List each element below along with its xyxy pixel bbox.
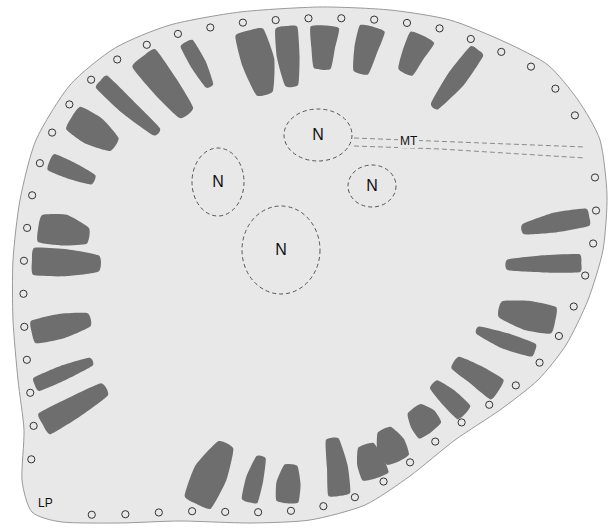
organelle [37, 214, 90, 245]
nucleus-ellipse [348, 165, 396, 207]
organelle [33, 358, 93, 391]
membrane-dot [555, 332, 562, 339]
organelle [451, 357, 503, 400]
nucleus-label: N [212, 173, 224, 191]
membrane-dot [458, 419, 465, 426]
membrane-dot [351, 494, 358, 501]
organelle [66, 107, 119, 151]
membrane-dot [143, 41, 150, 48]
organelle [30, 313, 91, 344]
cell-outline [12, 7, 607, 523]
organelle [242, 455, 266, 503]
organelle-group [30, 25, 590, 509]
membrane-dot [30, 422, 37, 429]
membrane-dot [88, 76, 95, 83]
organelle [505, 254, 581, 273]
membrane-dot [552, 85, 559, 92]
membrane-dot [114, 56, 121, 63]
membrane-dot [512, 382, 519, 389]
organelle [353, 25, 385, 75]
membrane-dot [189, 508, 196, 515]
membrane-dot [155, 509, 162, 516]
nucleus: N [347, 164, 397, 208]
membrane-dot [592, 207, 599, 214]
nucleus-ellipse [284, 109, 352, 161]
organelle [275, 26, 299, 88]
membrane-dot [591, 174, 598, 181]
membrane-dot [23, 356, 30, 363]
nucleus-label: N [312, 126, 324, 144]
membrane-dot [255, 509, 262, 516]
membrane-dot [24, 224, 31, 231]
membrane-dot [320, 503, 327, 510]
membrane-dot [20, 290, 27, 297]
membrane-dot [122, 511, 129, 518]
organelle [185, 441, 234, 509]
nucleus-ellipse [242, 206, 320, 294]
microtubule-line [354, 138, 585, 147]
membrane-dot [28, 456, 35, 463]
membrane-dot [36, 160, 43, 167]
membrane-dot [590, 240, 597, 247]
membrane-dot [21, 323, 28, 330]
organelle [326, 437, 351, 496]
membrane-dot [486, 401, 493, 408]
part-label: LP [36, 497, 55, 510]
organelle [431, 46, 483, 109]
microtubule-label: MT [398, 135, 419, 148]
membrane-dot [207, 24, 214, 31]
membrane-dot [536, 359, 543, 366]
membrane-dot [287, 507, 294, 514]
membrane-dot [66, 101, 73, 108]
membrane-dot [338, 15, 345, 22]
organelle [398, 31, 434, 75]
organelle [498, 300, 557, 333]
membrane-dot [272, 16, 279, 23]
organelle [476, 326, 537, 356]
organelle [276, 464, 301, 504]
membrane-dot [403, 19, 410, 26]
membrane-dot [174, 30, 181, 37]
organelle [235, 28, 274, 96]
nucleus-ellipse [192, 148, 244, 216]
membrane-dot [380, 478, 387, 485]
nucleus-label: N [366, 177, 378, 195]
membrane-dot [582, 272, 589, 279]
organelle [47, 154, 95, 184]
organelle [357, 443, 389, 481]
membrane-dot [436, 25, 443, 32]
membrane-dot [305, 15, 312, 22]
membrane-dots [20, 15, 600, 519]
organelle [38, 383, 108, 434]
membrane-dot [222, 508, 229, 515]
membrane-dot [432, 438, 439, 445]
membrane-dot [49, 129, 56, 136]
organelle [521, 209, 590, 235]
organelle [132, 49, 193, 118]
organelle [310, 25, 339, 70]
nucleus: N [191, 147, 245, 217]
membrane-dot [88, 511, 95, 518]
organelle [181, 40, 214, 88]
nucleus: N [283, 108, 353, 162]
membrane-dot [570, 303, 577, 310]
membrane-dot [20, 257, 27, 264]
nucleus-label: N [275, 241, 287, 259]
membrane-dot [527, 63, 534, 70]
microtubule-line [354, 146, 585, 158]
membrane-dot [371, 16, 378, 23]
membrane-dot [406, 459, 413, 466]
membrane-dot [498, 48, 505, 55]
organelle [32, 248, 101, 277]
nucleus: N [241, 205, 321, 295]
membrane-dot [29, 192, 36, 199]
membrane-dot [467, 35, 474, 42]
membrane-dot [27, 389, 34, 396]
membrane-dot [239, 19, 246, 26]
membrane-dot [571, 112, 578, 119]
organelle [408, 404, 442, 439]
